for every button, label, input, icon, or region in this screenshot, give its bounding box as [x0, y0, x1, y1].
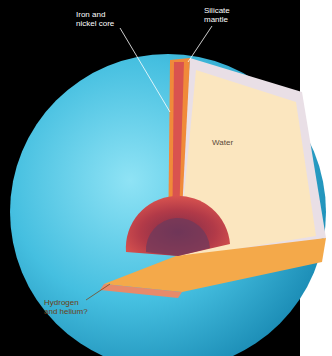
core-label: Iron and nickel core	[76, 10, 128, 28]
layer-label: Hydrogen and helium?	[44, 298, 94, 316]
gas-layer-edge	[100, 284, 182, 298]
core-hemisphere	[126, 196, 230, 256]
layer-label: Water	[212, 138, 262, 147]
planet-sphere	[10, 54, 326, 356]
mantle-label: Silicate mantle	[204, 6, 248, 24]
leader-line	[86, 284, 110, 300]
leader-line	[188, 26, 212, 62]
leader-line	[120, 28, 170, 112]
inner-core	[146, 218, 210, 256]
